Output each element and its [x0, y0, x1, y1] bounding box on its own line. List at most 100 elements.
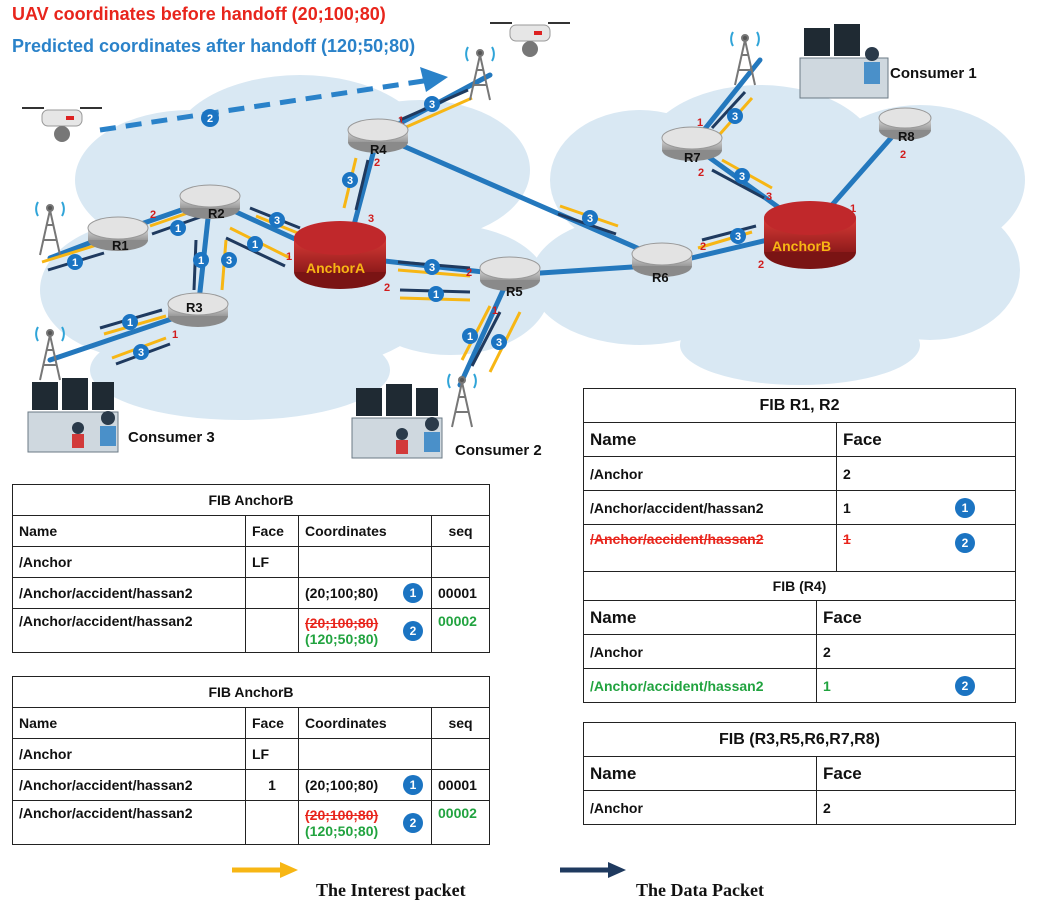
table-row: /Anchor/accident/hassan2 1 (20;100;80)1 …	[12, 769, 490, 801]
fib-r3-r5-r6-r7-r8-table: FIB (R3,R5,R6,R7,R8) Name Face /Anchor 2	[583, 722, 1016, 825]
port-label: 2	[466, 267, 472, 279]
step-badge: 3	[734, 168, 750, 184]
name-cell: /Anchor	[12, 546, 246, 578]
table-row: /Anchor/accident/hassan2 (20;100;80) 1 00…	[12, 577, 490, 609]
port-label: 1	[850, 203, 856, 215]
table-title: FIB (R4)	[583, 571, 1016, 601]
svg-text:3: 3	[429, 99, 435, 111]
step-badge: 2	[403, 620, 423, 641]
column-header: Face	[816, 756, 1016, 791]
svg-text:1: 1	[127, 317, 133, 329]
step-badge: 1	[403, 583, 423, 603]
face-cell: 1	[245, 769, 299, 801]
port-label: 2	[700, 241, 706, 253]
port-label: 1	[398, 115, 404, 127]
tower-icon	[447, 373, 477, 428]
seq-cell	[431, 738, 490, 770]
router-label: R5	[506, 284, 523, 299]
consumer-1-label: Consumer 1	[890, 65, 977, 82]
column-header: Coordinates	[298, 515, 432, 547]
svg-text:3: 3	[496, 337, 502, 349]
table-header-row: Name Face Coordinates seq	[12, 515, 490, 547]
router-label: AnchorA	[306, 260, 365, 276]
consumer-workstation-icon	[27, 378, 119, 453]
svg-text:2: 2	[207, 113, 213, 125]
router-label: R7	[684, 150, 701, 165]
svg-text:1: 1	[252, 239, 258, 251]
router-label: R8	[898, 129, 915, 144]
step-badge: 1	[170, 220, 186, 236]
svg-text:3: 3	[226, 255, 232, 267]
table-title: FIB AnchorB	[12, 484, 490, 516]
port-label: 1	[697, 117, 703, 129]
column-header: Coordinates	[298, 707, 432, 739]
column-header: Name	[583, 600, 817, 635]
step-badge: 1	[193, 252, 209, 268]
drone-icon	[490, 22, 570, 57]
port-label: 1	[492, 305, 498, 317]
svg-text:1: 1	[72, 257, 78, 269]
router-r6: R6	[631, 242, 693, 285]
svg-text:3: 3	[274, 215, 280, 227]
step-badge: 1	[428, 286, 444, 302]
seq-cell: 00001	[431, 577, 490, 609]
fib-anchorb-table-2: FIB AnchorB Name Face Coordinates seq /A…	[12, 676, 490, 845]
coordinates-cell: (20;100;80)1	[298, 769, 432, 801]
coordinates-cell	[298, 738, 432, 770]
fib-anchorb-table-1: FIB AnchorB Name Face Coordinates seq /A…	[12, 484, 490, 653]
face-cell	[245, 577, 299, 609]
column-header: Face	[245, 515, 299, 547]
step-badge: 3	[491, 334, 507, 350]
seq-cell: 00002	[431, 800, 490, 845]
table-row: /Anchor 2	[583, 634, 1016, 669]
step-badge: 2	[403, 812, 423, 833]
step-badge: 2	[955, 675, 975, 696]
step-badge: 1	[67, 254, 83, 270]
table-row: /Anchor 2	[583, 790, 1016, 825]
table-header-row: Name Face	[583, 756, 1016, 791]
anchor-b-router: AnchorB	[764, 201, 856, 269]
column-header: Name	[583, 756, 817, 791]
svg-text:3: 3	[347, 175, 353, 187]
svg-text:3: 3	[732, 111, 738, 123]
router-label: R4	[370, 142, 387, 157]
port-label: 3	[766, 191, 772, 203]
uav-before-handoff-title: UAV coordinates before handoff (20;100;8…	[12, 4, 386, 24]
coordinates-value: (20;100;80)	[305, 585, 379, 601]
svg-text:1: 1	[198, 255, 204, 267]
name-cell: /Anchor	[583, 790, 817, 825]
port-label: 3	[368, 213, 374, 225]
svg-text:3: 3	[587, 213, 593, 225]
uav-predicted-path	[99, 67, 448, 133]
face-cell	[245, 800, 299, 845]
table-row: /Anchor LF	[12, 738, 490, 770]
consumer-workstation-icon	[351, 384, 443, 459]
port-label: 2	[150, 209, 156, 221]
table-title: FIB R1, R2	[583, 388, 1016, 423]
name-cell: /Anchor/accident/hassan2	[12, 577, 246, 609]
new-coordinates-value: (120;50;80)	[305, 630, 379, 647]
legend-interest-label: The Interest packet	[316, 880, 466, 900]
seq-cell	[431, 546, 490, 578]
column-header: Face	[836, 422, 1016, 457]
step-badge: 1	[955, 497, 975, 518]
consumer-workstation-icon	[799, 24, 889, 99]
face-cell: 2	[816, 634, 1016, 669]
svg-text:3: 3	[138, 347, 144, 359]
face-cell: LF	[245, 738, 299, 770]
svg-text:1: 1	[433, 289, 439, 301]
consumer-2-label: Consumer 2	[455, 442, 542, 459]
coordinates-value: (20;100;80)	[305, 777, 379, 793]
router-label: R1	[112, 238, 129, 253]
router-r1: R1	[87, 216, 149, 253]
column-header: Face	[245, 707, 299, 739]
svg-text:1: 1	[467, 331, 473, 343]
step-badge: 3	[727, 108, 743, 124]
port-label: 2	[374, 157, 380, 169]
legend-data-arrow	[560, 862, 626, 878]
fib-r1-r2-table: FIB R1, R2 Name Face /Anchor 2 /Anchor/a…	[583, 388, 1016, 573]
